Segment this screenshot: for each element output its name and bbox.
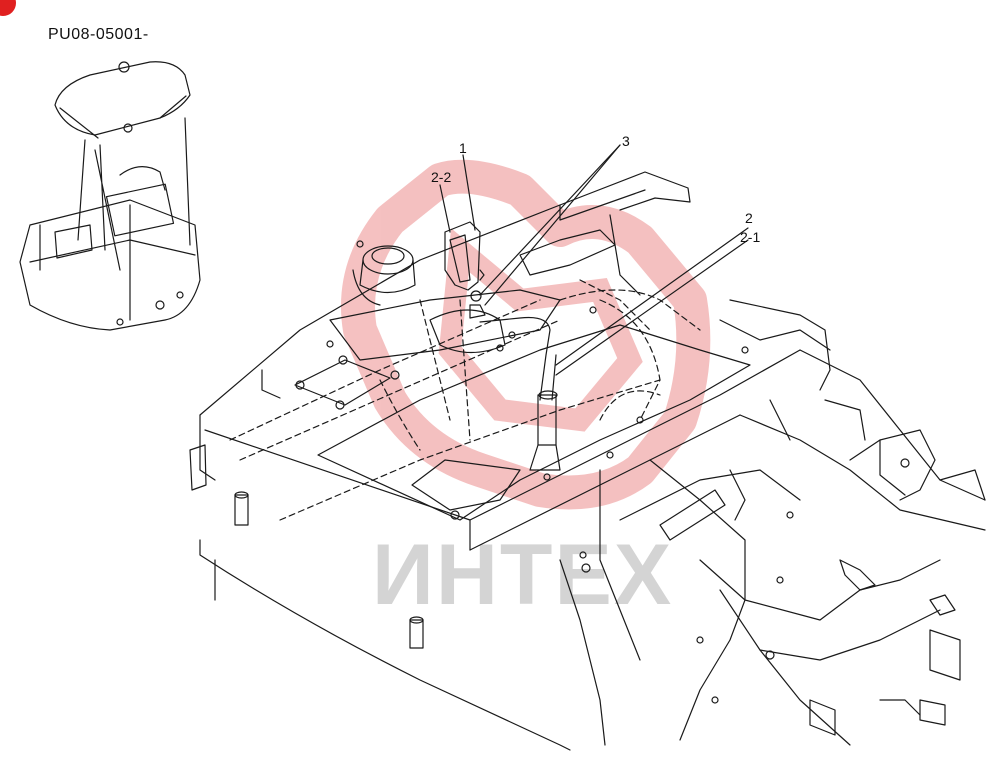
callout-2-1: 2-1 (740, 229, 760, 245)
machine-thumbnail (19, 61, 201, 331)
leader-lines (439, 144, 749, 376)
gas-spring-2 (479, 316, 561, 471)
corner-marker (0, 0, 16, 16)
callout-1: 1 (459, 140, 467, 156)
callout-2-2: 2-2 (431, 169, 451, 185)
model-code-label: PU08-05001- (48, 26, 149, 43)
studs (189, 444, 424, 649)
chassis-frame (199, 171, 986, 751)
callout-2: 2 (745, 210, 753, 226)
hidden-lines (229, 279, 701, 521)
tank-filler (352, 245, 416, 306)
part-1-bracket (444, 221, 486, 319)
callout-labels: 1 2-2 3 2 2-1 (431, 133, 760, 245)
watermark-text: ИНТЕХ (372, 527, 673, 623)
callout-3: 3 (622, 133, 630, 149)
floor-plate (294, 229, 751, 521)
bolts (295, 240, 910, 704)
watermark-logo (341, 159, 711, 510)
